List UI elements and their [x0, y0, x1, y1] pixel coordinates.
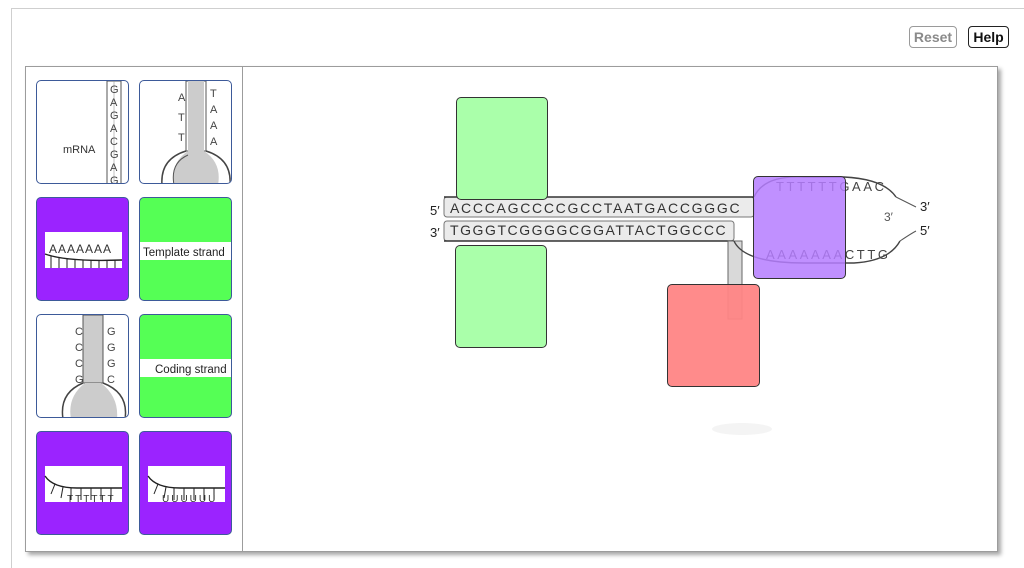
- bottom-strand-sequence: TGGGTCGGGGCGGATTACTGGCCC: [450, 222, 726, 238]
- mrna-letter: A: [110, 162, 118, 174]
- mrna-caption: mRNA: [63, 144, 96, 156]
- svg-text:A: A: [210, 136, 218, 148]
- reset-button[interactable]: Reset: [909, 26, 957, 48]
- help-button[interactable]: Help: [968, 26, 1009, 48]
- card-poly-u[interactable]: UUUUUU: [139, 431, 232, 535]
- drop-zone-template-strand[interactable]: [455, 245, 547, 348]
- drop-zone-coding-strand[interactable]: [456, 97, 548, 200]
- svg-text:T: T: [178, 112, 185, 124]
- mrna-letter: A: [110, 97, 118, 109]
- card-poly-a[interactable]: AAAAAAA: [36, 197, 129, 301]
- svg-text:G: G: [107, 326, 116, 338]
- dna-diagram: 5′ ACCCAGCCCCGCCTAATGACCGGGC 3′ 3′ TGGGT…: [430, 176, 930, 435]
- svg-text:A: A: [178, 92, 186, 104]
- svg-text:C: C: [75, 342, 83, 354]
- mrna-letter: A: [110, 123, 118, 135]
- bottom-strand-5prime: 5′: [920, 223, 930, 238]
- top-strand-5prime: 5′: [430, 203, 440, 218]
- svg-text:T: T: [178, 132, 185, 144]
- top-strand-3prime: 3′: [920, 199, 930, 214]
- svg-text:A: A: [210, 104, 218, 116]
- drop-zone-tail[interactable]: [753, 176, 846, 279]
- svg-text:A: A: [210, 120, 218, 132]
- card-poly-t[interactable]: TTTTTT: [36, 431, 129, 535]
- svg-text:C: C: [75, 358, 83, 370]
- svg-text:C: C: [107, 374, 115, 386]
- poly-a-letters: AAAAAAA: [49, 242, 112, 256]
- activity-frame: [11, 8, 1024, 568]
- drop-zone-hairpin[interactable]: [667, 284, 760, 387]
- poly-u-letters: UUUUUU: [162, 494, 217, 505]
- svg-text:G: G: [107, 358, 116, 370]
- mrna-letter: G: [110, 149, 119, 161]
- mrna-letter: G: [110, 110, 119, 122]
- mrna-letter: G: [110, 175, 119, 184]
- top-strand-sequence: ACCCAGCCCCGCCTAATGACCGGGC: [450, 200, 740, 216]
- card-coding-strand[interactable]: Coding strand: [139, 314, 232, 418]
- svg-text:G: G: [107, 342, 116, 354]
- loop-end-label: 3′: [884, 210, 894, 224]
- coding-strand-caption: Coding strand: [155, 364, 227, 376]
- card-template-strand[interactable]: Template strand: [139, 197, 232, 301]
- svg-text:T: T: [210, 88, 217, 100]
- svg-text:C: C: [75, 326, 83, 338]
- card-hairpin-at[interactable]: A T T T A A A: [139, 80, 232, 184]
- mrna-letter: C: [110, 136, 118, 148]
- mrna-letter: G: [110, 84, 119, 96]
- svg-text:G: G: [75, 374, 84, 386]
- card-hairpin-cg[interactable]: C C C G G G G C: [36, 314, 129, 418]
- poly-t-letters: TTTTTT: [67, 494, 116, 505]
- template-strand-caption: Template strand: [143, 247, 225, 259]
- bottom-strand-3prime: 3′: [430, 225, 440, 240]
